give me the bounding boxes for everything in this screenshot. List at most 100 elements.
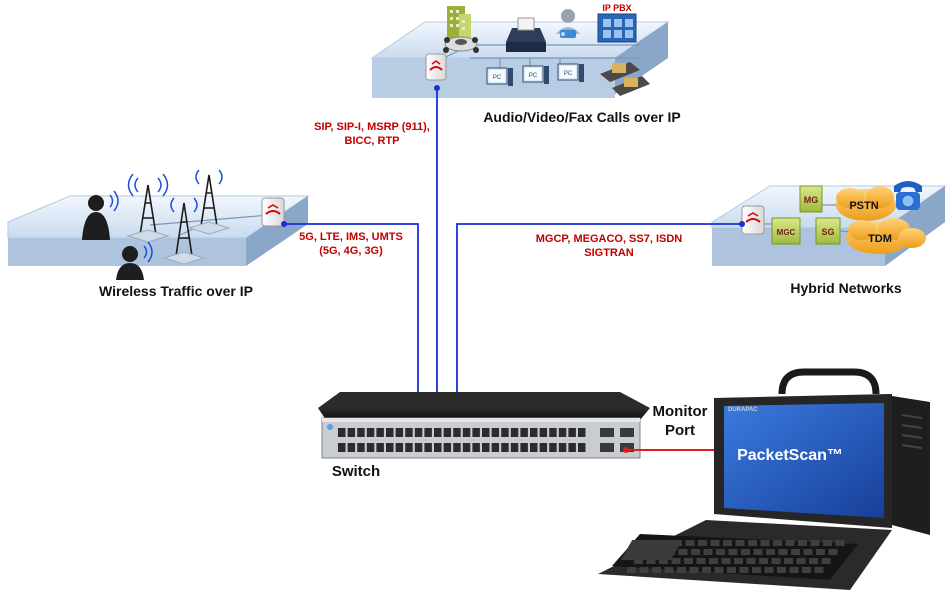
person-phone-icon [82, 190, 119, 240]
keyboard-key [821, 558, 831, 564]
network-links [284, 88, 742, 430]
monitor-port-label-line2: Port [665, 422, 695, 439]
keyboard-key [791, 549, 800, 555]
keyboard-key [698, 540, 707, 546]
keyboard-key [702, 567, 711, 573]
hybrid-box-label: SG [821, 227, 834, 237]
keyboard-key [721, 558, 731, 564]
switch-port [462, 443, 471, 452]
keyboard-key [753, 549, 763, 555]
switch-port [530, 428, 538, 437]
ip-pbx-icon [597, 13, 637, 43]
switch-port [453, 443, 461, 452]
switch-port [539, 443, 548, 452]
monitor-port-label-line1: Monitor [653, 403, 708, 420]
keyboard-key [691, 549, 700, 555]
keyboard-key [716, 549, 725, 555]
router-icon [261, 197, 285, 227]
switch-port [530, 443, 538, 452]
keyboard-key [802, 567, 811, 573]
switch-port [376, 443, 384, 452]
keyboard-key [796, 558, 806, 564]
switch-port [405, 428, 413, 437]
pstn-cloud: PSTN [836, 186, 896, 221]
switch-port [501, 443, 509, 452]
keyboard-key [771, 558, 781, 564]
cell-tower-icon [139, 174, 218, 257]
switch-port [414, 428, 423, 437]
wireless-protocols-line1: 5G, LTE, IMS, UMTS [299, 231, 403, 243]
person-phone-icon [116, 241, 153, 280]
keyboard-key [727, 567, 736, 573]
hybrid-box-label: MGC [777, 228, 796, 237]
keyboard-key [734, 558, 743, 564]
keyboard-key [634, 558, 643, 564]
keyboard-key [773, 540, 782, 546]
radio-waves [127, 169, 223, 213]
keyboard-key [703, 549, 713, 555]
wireless-protocols-line2: (5G, 4G, 3G) [319, 245, 383, 257]
switch-port [338, 443, 346, 452]
keyboard-key [646, 558, 656, 564]
cell-tower-pads [126, 221, 231, 265]
pc-label: PC [493, 75, 502, 81]
keyboard-key [689, 567, 699, 573]
keyboard-key [696, 558, 706, 564]
media-gateway-controller-icon: MGC [771, 217, 801, 245]
tdm-label: TDM [868, 233, 892, 245]
switch-port [568, 443, 576, 452]
keyboard-key [627, 567, 636, 573]
switch-port [386, 428, 394, 437]
switch-port [338, 428, 346, 437]
hybrid-link [456, 223, 742, 430]
keyboard-key [678, 549, 688, 555]
headset-agent-icon [556, 9, 580, 38]
switch-port [366, 443, 375, 452]
keyboard-key [741, 549, 750, 555]
switch-label: Switch [332, 463, 380, 480]
tdm-cloud: TDM [846, 218, 926, 254]
keyboard-key [748, 540, 757, 546]
keyboard-key [803, 549, 813, 555]
pstn-label: PSTN [849, 200, 878, 212]
keyboard-key [723, 540, 732, 546]
switch-port [443, 443, 452, 452]
keyboard-key [664, 567, 674, 573]
switch-port [414, 443, 423, 452]
switch-port [520, 428, 528, 437]
keyboard-key [739, 567, 749, 573]
switch-port [424, 428, 432, 437]
signaling-gateway-icon: SG [815, 217, 841, 245]
switch-port [482, 428, 490, 437]
media-gateway-icon: MG [799, 185, 823, 213]
switch-port [549, 428, 557, 437]
keyboard-key [710, 540, 720, 546]
keyboard-key [835, 540, 845, 546]
switch-port [434, 443, 442, 452]
keyboard-key [766, 549, 775, 555]
analyzer-brand: DURAPAC [728, 407, 758, 413]
switch-port [395, 428, 404, 437]
keyboard-key [684, 558, 693, 564]
fax-icon [506, 17, 546, 52]
switch-port [482, 443, 490, 452]
hybrid-box-label: MG [804, 195, 819, 205]
pc-label: PC [529, 73, 538, 79]
pc-icon: PC [486, 67, 513, 86]
switch-port [424, 443, 432, 452]
switch-port [357, 443, 365, 452]
switch-port [549, 443, 557, 452]
switch-port [395, 443, 404, 452]
keyboard-key [659, 558, 668, 564]
keyboard-key [785, 540, 795, 546]
building-icon [447, 6, 471, 38]
switch-port [578, 443, 586, 452]
switch-port [578, 428, 586, 437]
analyzer-screen-text: PacketScan™ [737, 447, 843, 464]
router-icon [425, 53, 447, 81]
switch-port [510, 443, 519, 452]
switch-port [453, 428, 461, 437]
keyboard-key [828, 549, 838, 555]
ip-pbx-label: IP PBX [602, 3, 631, 13]
